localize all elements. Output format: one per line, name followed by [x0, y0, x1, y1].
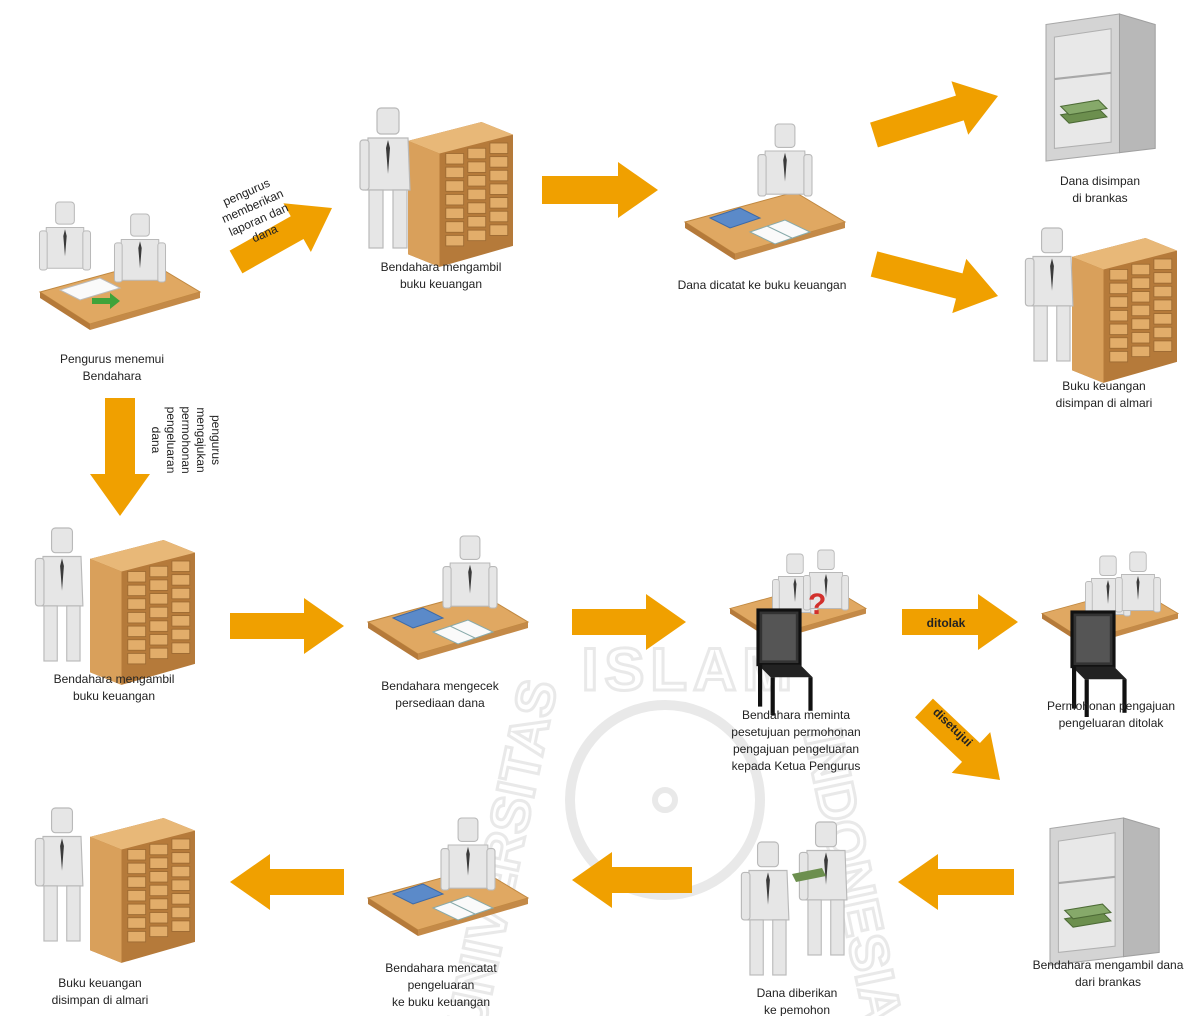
node-store-cabinet-1 — [1024, 227, 1177, 383]
node-record-funds — [683, 123, 847, 260]
arrow-take-book-to-record — [542, 162, 658, 218]
seated-figure — [113, 213, 167, 283]
arrow-record-to-cabinet-2 — [230, 854, 344, 910]
watermark-emblem-dot — [652, 787, 678, 813]
arrow-check-to-ask — [572, 594, 686, 650]
person-figure — [359, 107, 411, 249]
person-figure — [1024, 227, 1074, 362]
label-rejected: ditolak — [927, 616, 966, 630]
seated-figure — [1115, 551, 1161, 613]
person-figure — [740, 841, 790, 976]
node-request-rejected — [1040, 551, 1180, 717]
seated-figure — [757, 123, 813, 197]
node-record-expense — [366, 817, 530, 936]
cabinet-icon — [90, 818, 195, 963]
chair-icon — [756, 608, 813, 715]
arrow-record-to-safe — [870, 81, 999, 148]
caption-record-funds: Dana dicatat ke buku keuangan — [678, 278, 847, 292]
person-figure — [34, 527, 84, 662]
node-give-funds — [740, 821, 848, 976]
node-store-safe — [1045, 13, 1156, 162]
node-take-book-2 — [34, 527, 195, 685]
label-submit-request: pengurusmengajukanpermohonanpengeluarand… — [149, 406, 223, 473]
node-take-from-safe — [1049, 817, 1160, 966]
seated-figure — [442, 535, 498, 609]
node-check-funds — [366, 535, 530, 660]
arrow-ask-to-safe — [915, 698, 1000, 781]
question-mark-icon: ? — [808, 588, 826, 621]
node-take-book-1 — [359, 107, 513, 267]
arrow-safe-to-give — [898, 854, 1014, 910]
cabinet-icon — [1072, 238, 1177, 383]
cabinet-icon — [408, 122, 513, 267]
person-figure — [34, 807, 84, 942]
node-ask-approval: ? — [728, 549, 868, 715]
arrow-ask-to-rejected — [902, 594, 1018, 650]
arrow-take-book-to-check — [230, 598, 344, 654]
money-icon — [792, 868, 826, 882]
cabinet-icon — [90, 540, 195, 685]
arrow-give-to-record — [572, 852, 692, 908]
seated-figure — [803, 549, 849, 611]
seated-figure — [38, 201, 92, 271]
arrow-meet-to-take-book — [229, 203, 332, 274]
desk-icon — [683, 191, 847, 260]
arrow-record-to-cabinet — [870, 251, 999, 314]
arrow-meet-down-to-take-book — [90, 398, 150, 516]
safe-icon — [1045, 13, 1156, 162]
node-store-cabinet-2 — [34, 807, 195, 963]
desk-icon — [366, 591, 530, 660]
safe-icon — [1049, 817, 1160, 966]
seated-figure — [440, 817, 496, 891]
chair-icon — [1070, 610, 1127, 717]
watermark-emblem — [565, 700, 765, 900]
node-meet-treasurer — [38, 201, 202, 330]
